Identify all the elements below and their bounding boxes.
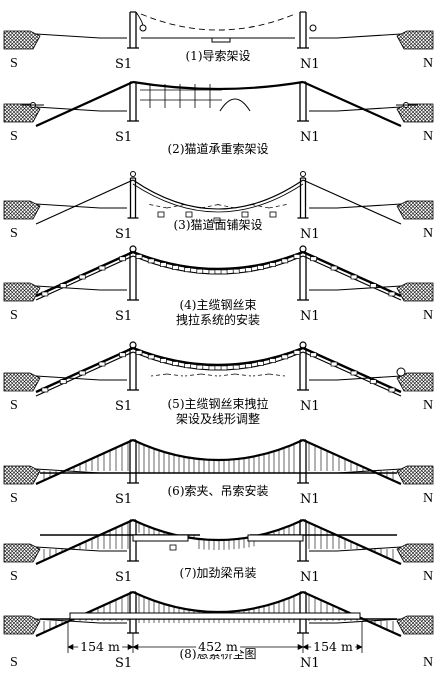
stage-3-label-tower-south: S1 [115, 227, 133, 242]
dimension-side-span-south: 154 m [78, 639, 122, 654]
stage-5-caption-line: (5)主缆钢丝束拽拉 [167, 397, 269, 411]
stage-4-label-north: N [423, 308, 434, 323]
stage-4-label-south: S [10, 308, 18, 323]
stage-6-label-north: N [423, 491, 434, 506]
stage-5-label-south: S [10, 398, 18, 413]
stage-2-label-tower-south: S1 [115, 130, 133, 145]
stage-1-label-south: S [10, 56, 18, 71]
stage-2-caption: (2)猫道承重索架设 [168, 142, 269, 157]
stage-5-drawing [3, 341, 434, 397]
stage-1-drawing [3, 11, 434, 50]
stage-7-caption-line: (7)加劲梁吊装 [179, 566, 257, 580]
stage-7-label-tower-north: N1 [300, 570, 320, 585]
stage-4-caption-line: (4)主缆钢丝束 [179, 298, 257, 312]
stage-3-drawing [3, 171, 434, 225]
stage-7-label-south: S [10, 569, 18, 584]
stage-3-caption: (3)猫道面铺架设 [174, 218, 263, 233]
dimension-main-span: 452 m [196, 639, 240, 654]
stage-2-label-tower-north: N1 [300, 130, 320, 145]
stage-8-label-north: N [423, 655, 434, 670]
stage-4-caption-line: 拽拉系统的安装 [175, 313, 261, 327]
stage-4-label-tower-north: N1 [300, 309, 320, 324]
stage-1-label-north: N [423, 56, 434, 71]
stage-2-label-north: N [423, 129, 434, 144]
stage-3-label-north: N [423, 226, 434, 241]
stage-6-caption: (6)索夹、吊索安装 [168, 484, 269, 499]
stage-7-caption: (7)加劲梁吊装 [180, 566, 257, 581]
stage-1-label-tower-north: N1 [300, 57, 320, 72]
stage-4-drawing [3, 245, 434, 302]
stage-7-drawing [3, 518, 434, 566]
stage-1-caption: (1)导索架设 [186, 49, 251, 64]
stage-5-caption-line: 架设及线形调整 [175, 412, 260, 426]
stage-2-caption-line: (2)猫道承重索架设 [167, 142, 269, 156]
stage-2-drawing [3, 80, 434, 128]
stage-3-label-tower-north: N1 [300, 227, 320, 242]
stage-7-label-north: N [423, 569, 434, 584]
stage-5-label-tower-north: N1 [300, 399, 320, 414]
stage-2-label-south: S [10, 129, 18, 144]
stage-3-caption-line: (3)猫道面铺架设 [173, 218, 263, 232]
stage-8-label-south: S [10, 655, 18, 670]
stage-7-label-tower-south: S1 [115, 570, 133, 585]
stage-6-label-south: S [10, 491, 18, 506]
stage-6-label-tower-north: N1 [300, 492, 320, 507]
stage-5-label-tower-south: S1 [115, 399, 133, 414]
stage-6-drawing [3, 438, 434, 486]
stage-5-label-north: N [423, 398, 434, 413]
stage-5-caption: (5)主缆钢丝束拽拉架设及线形调整 [168, 397, 269, 427]
dimension-side-span-north: 154 m [311, 639, 355, 654]
stage-1-caption-line: (1)导索架设 [185, 49, 251, 63]
stage-6-label-tower-south: S1 [115, 492, 133, 507]
stage-1-label-tower-south: S1 [115, 57, 133, 72]
stage-4-caption: (4)主缆钢丝束拽拉系统的安装 [176, 298, 260, 328]
stage-8-label-tower-south: S1 [115, 656, 133, 671]
stage-4-label-tower-south: S1 [115, 309, 133, 324]
stage-6-caption-line: (6)索夹、吊索安装 [167, 484, 269, 498]
stage-8-label-tower-north: N1 [300, 656, 320, 671]
stage-3-label-south: S [10, 226, 18, 241]
